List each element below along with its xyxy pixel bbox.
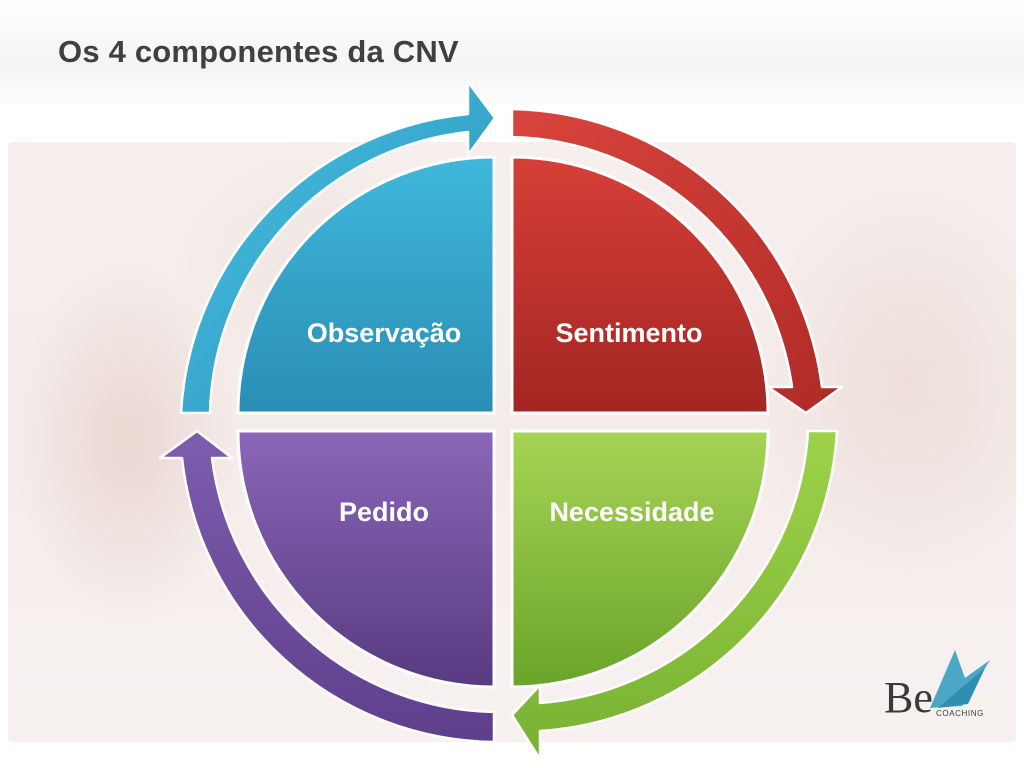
logo-swoosh-icon	[930, 650, 990, 708]
label-observacao: Observação	[307, 318, 462, 348]
arrow-purple-icon	[158, 429, 496, 744]
quadrant-observacao: Observação	[236, 155, 496, 415]
quadrant-pedido: Pedido	[236, 429, 496, 689]
arrow-blue-icon	[179, 80, 497, 415]
quadrant-sentimento: Sentimento	[510, 155, 770, 415]
logo-subtext: COACHING	[936, 709, 984, 718]
slide-title: Os 4 componentes da CNV	[58, 34, 459, 69]
header-band	[0, 0, 1024, 110]
label-necessidade: Necessidade	[549, 497, 714, 527]
label-sentimento: Sentimento	[555, 318, 702, 348]
label-pedido: Pedido	[339, 497, 429, 527]
arrow-green-icon	[510, 429, 839, 761]
logo-mark: Be	[884, 673, 933, 722]
be-coaching-logo: Be COACHING	[884, 650, 990, 722]
quadrant-necessidade: Necessidade	[510, 429, 770, 689]
arrow-red-icon	[510, 107, 844, 415]
